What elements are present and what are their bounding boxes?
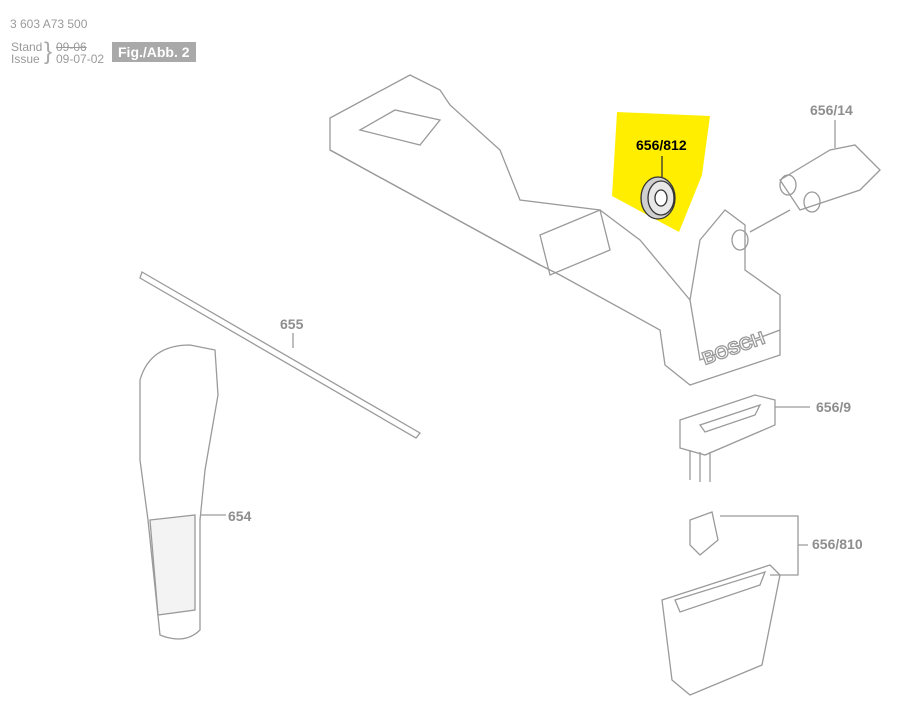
stand-label: Stand	[11, 40, 43, 54]
brace-icon: }	[44, 38, 53, 65]
label-654[interactable]: 654	[228, 508, 252, 524]
dust-extraction-arm: BOSCH	[329, 74, 791, 386]
highlight-656-812	[612, 112, 710, 232]
label-655[interactable]: 655	[280, 316, 304, 332]
label-656-9[interactable]: 656/9	[816, 399, 852, 415]
container-656-810[interactable]	[661, 511, 808, 696]
label-656-810[interactable]: 656/810	[812, 536, 863, 552]
washer-656-812[interactable]	[640, 156, 676, 220]
label-656-812[interactable]: 656/812	[636, 137, 687, 153]
part-number: 3 603 A73 500	[10, 17, 88, 31]
rod-655[interactable]	[139, 271, 421, 439]
insert-656-9[interactable]	[679, 394, 810, 482]
clip-656-14[interactable]	[779, 120, 881, 213]
figure-badge: Fig./Abb. 2	[112, 42, 196, 62]
issue-label: Issue	[11, 52, 40, 66]
old-date: 09-06	[56, 40, 87, 54]
handle-654[interactable]	[139, 344, 226, 640]
new-date: 09-07-02	[56, 52, 105, 66]
label-656-14[interactable]: 656/14	[810, 102, 853, 118]
